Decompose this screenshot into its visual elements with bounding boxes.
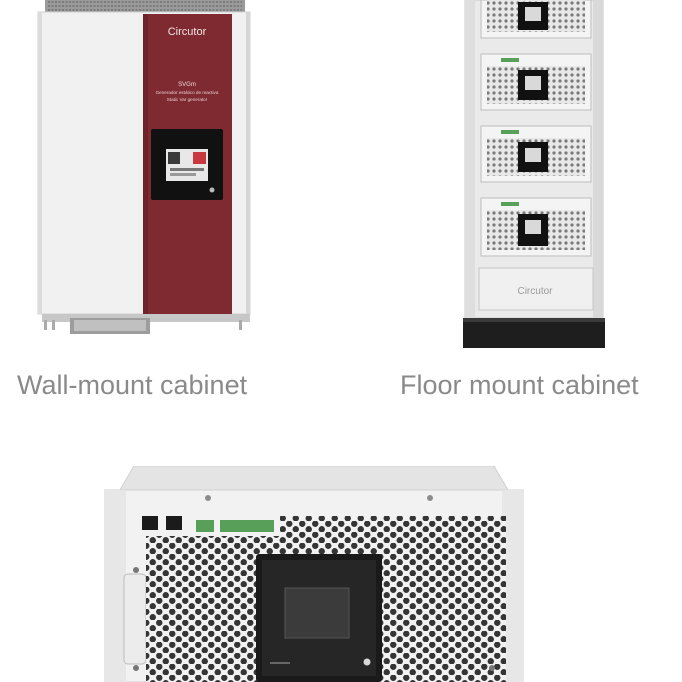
power-module: [480, 197, 592, 257]
floor-mount-cabinet-image: Circutor: [463, 0, 605, 348]
wall-subtitle-en: Static Var generator: [167, 97, 208, 102]
wall-brand-logo: Circutor: [168, 26, 207, 38]
wall-model-label: SVGm: [178, 82, 196, 88]
wall-subtitle-es: Generador estático de reactiva: [156, 90, 219, 95]
power-module: [480, 0, 592, 39]
rack-mount-unit-image: [104, 466, 524, 682]
rack-touchscreen: [284, 587, 350, 639]
power-module: [480, 125, 592, 183]
floor-mount-caption: Floor mount cabinet: [400, 370, 639, 400]
power-module: [480, 53, 592, 111]
floor-brand-logo: Circutor: [517, 286, 553, 297]
wall-mount-cabinet-image: Circutor SVGm Generador estático de reac…: [37, 0, 251, 334]
wall-mount-caption: Wall-mount cabinet: [17, 370, 248, 400]
